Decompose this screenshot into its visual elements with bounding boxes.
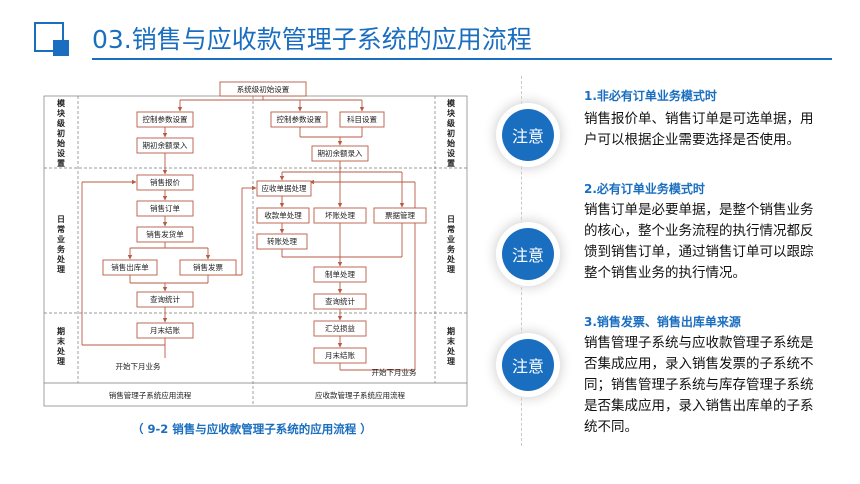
right-label-daily: 日常业务处理 — [446, 215, 456, 274]
figure-caption: （ 9-2 销售与应收款管理子系统的应用流程 ） — [132, 422, 372, 436]
sales-node: 销售出库单 — [111, 262, 149, 272]
right-label-setup: 模块级初始设置 — [446, 98, 456, 168]
note-1: 1.非必有订单业务模式时 销售报价单、销售订单是可选单据，用户可以根据企业需要选… — [584, 87, 814, 151]
ar-node: 收款单处理 — [264, 210, 302, 220]
left-label-daily: 日常业务处理 — [56, 215, 66, 274]
sales-node: 控制参数设置 — [143, 114, 188, 124]
header-underline — [92, 58, 832, 60]
footer-left: 销售管理子系统应用流程 — [109, 390, 192, 400]
top-box-label: 系统级初始设置 — [237, 84, 290, 94]
sales-node: 销售报价 — [150, 177, 180, 187]
note-2: 2.必有订单业务模式时 销售订单是必要单据，是整个销售业务的核心，整个业务流程的… — [584, 180, 814, 284]
left-label-period: 期末处理 — [56, 326, 66, 366]
sales-node: 销售订单 — [150, 203, 180, 213]
sales-node: 月末结账 — [150, 325, 180, 335]
sales-node: 查询统计 — [150, 294, 180, 304]
note-body: 销售订单是必要单据，是整个销售业务的核心，整个业务流程的执行情况都反馈到销售订单… — [584, 202, 814, 281]
ar-node: 制单处理 — [325, 269, 355, 279]
header-square-icon — [34, 22, 64, 52]
sales-node: 期初余额录入 — [143, 140, 188, 150]
ar-node: 月末结账 — [325, 350, 355, 360]
ar-node: 汇兑损益 — [325, 323, 355, 333]
ar-node: 期初余额录入 — [318, 148, 363, 158]
note-body: 销售报价单、销售订单是可选单据，用户可以根据企业需要选择是否使用。 — [584, 111, 814, 148]
header-square-fill — [53, 40, 69, 56]
note-title: 1.非必有订单业务模式时 — [584, 89, 717, 103]
note-badge-2: 注意 — [502, 228, 554, 280]
note-body: 销售管理子系统与应收款管理子系统是否集成应用，录入销售发票的子系统不同；销售管理… — [584, 335, 814, 435]
ar-node: 应收单据处理 — [262, 183, 307, 193]
ar-node: 控制参数设置 — [277, 114, 322, 124]
ar-node: 坏账处理 — [325, 210, 355, 220]
page-title: 03.销售与应收款管理子系统的应用流程 — [92, 25, 532, 54]
sales-node: 销售发货单 — [146, 229, 184, 239]
note-title: 2.必有订单业务模式时 — [584, 182, 705, 196]
footer-right: 应收款管理子系统应用流程 — [315, 390, 405, 400]
ar-node: 票据管理 — [385, 210, 415, 220]
note-3: 3.销售发票、销售出库单来源 销售管理子系统与应收款管理子系统是否集成应用，录入… — [584, 313, 814, 438]
note-badge-3: 注意 — [502, 339, 554, 391]
next-month-left: 开始下月业务 — [116, 361, 161, 371]
ar-node: 查询统计 — [325, 296, 355, 306]
left-label-setup: 模块级初始设置 — [56, 98, 66, 168]
ar-node: 转账处理 — [267, 236, 297, 246]
note-badge-1: 注意 — [502, 109, 554, 161]
sales-node: 销售发票 — [193, 262, 223, 272]
next-month-right: 开始下月业务 — [372, 367, 417, 377]
note-title: 3.销售发票、销售出库单来源 — [584, 315, 741, 329]
ar-node: 科目设置 — [347, 114, 377, 124]
right-label-period: 期末处理 — [446, 326, 456, 366]
